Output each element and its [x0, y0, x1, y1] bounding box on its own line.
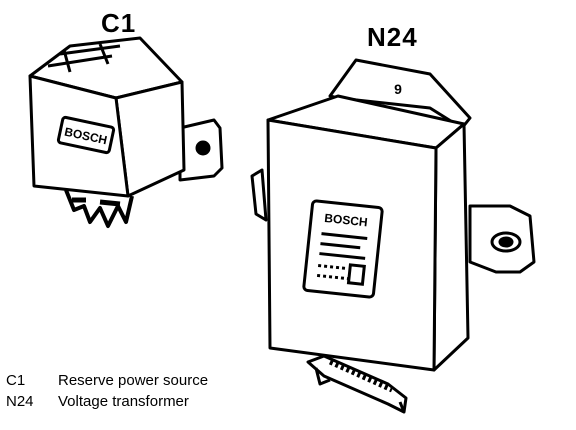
legend-code: C1	[6, 372, 26, 389]
n24-label-print	[316, 232, 368, 286]
c1-logo-plate: BOSCH	[56, 115, 116, 155]
legend: C1 Reserve power source N24 Voltage tran…	[6, 370, 208, 412]
n24-side-face	[432, 122, 470, 372]
n24-mount-number: 9	[394, 81, 402, 97]
legend-item: C1 Reserve power source	[6, 370, 208, 391]
n24-left-clip	[250, 168, 268, 222]
n24-unit	[250, 58, 536, 414]
legend-item: N24 Voltage transformer	[6, 391, 208, 412]
n24-bottom-connector	[306, 354, 408, 414]
legend-code: N24	[6, 393, 34, 410]
legend-text: Voltage transformer	[58, 393, 189, 410]
n24-logo-plate: BOSCH	[302, 199, 384, 299]
c1-tab-hole	[195, 140, 211, 156]
n24-title: N24	[367, 22, 418, 52]
n24-logo-text: BOSCH	[324, 211, 369, 229]
legend-text: Reserve power source	[58, 372, 209, 389]
c1-unit	[28, 36, 224, 228]
c1-title: C1	[101, 8, 137, 38]
